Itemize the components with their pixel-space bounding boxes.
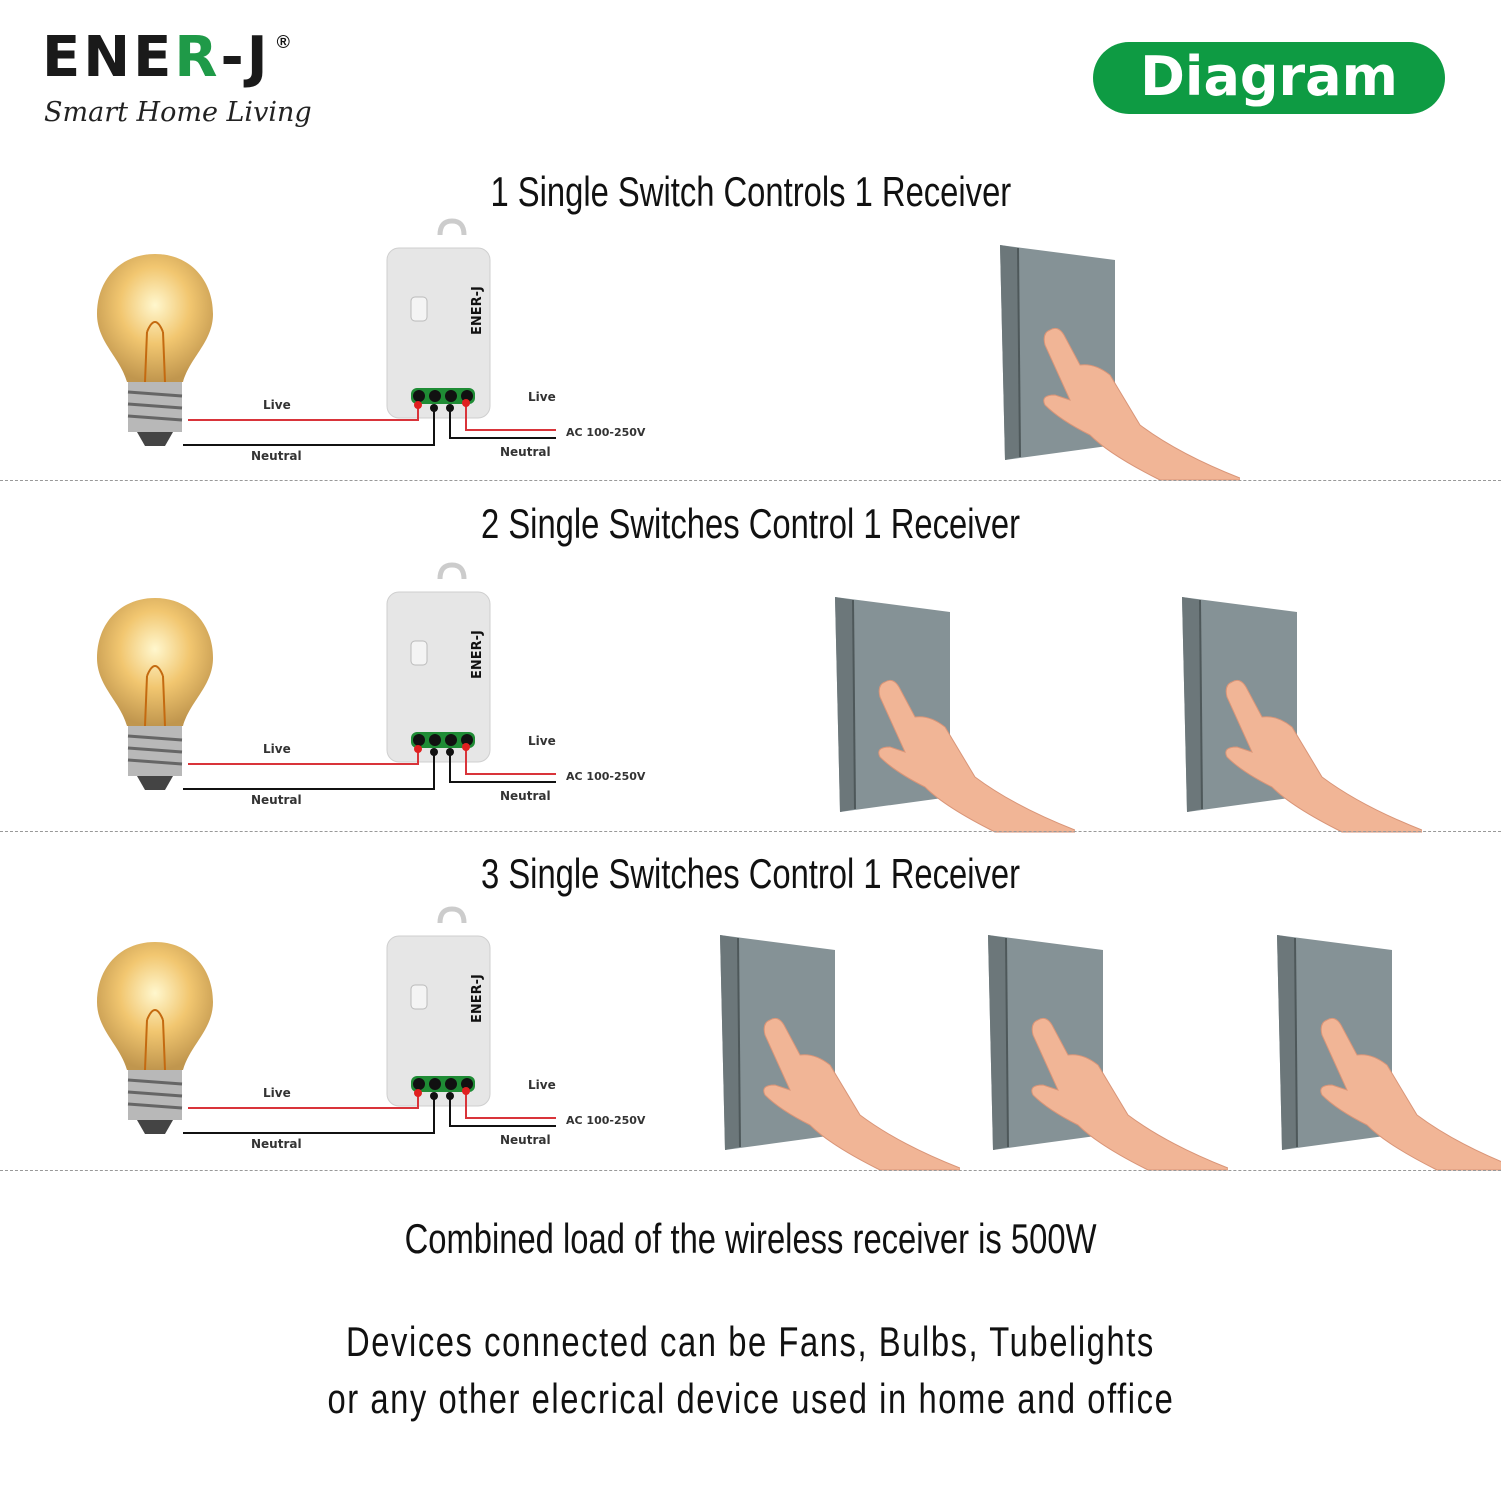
supply-live-wire — [465, 1093, 556, 1119]
diagram-badge: Diagram — [1093, 42, 1445, 114]
terminal-block — [411, 388, 475, 404]
wireless-switch — [1000, 245, 1246, 490]
receiver-box — [386, 935, 491, 1107]
receiver-brand: ENER-J — [470, 630, 485, 679]
wiring-lines: ENER-J — [183, 562, 556, 790]
load-live-wire — [188, 1093, 419, 1109]
section-title-text: 3 Single Switches Control 1 Receiver — [481, 850, 1020, 897]
supply-live-label: Live — [528, 390, 556, 404]
supply-neutral-wire — [449, 752, 556, 783]
section-divider — [0, 831, 1501, 832]
wireless-switch — [988, 935, 1234, 1180]
devices-line-1: Devices connected can be Fans, Bulbs, Tu… — [0, 1318, 1501, 1366]
load-neutral-wire — [183, 408, 435, 446]
section-title-text: 2 Single Switches Control 1 Receiver — [481, 500, 1020, 547]
devices-line-2: or any other elecrical device used in ho… — [0, 1375, 1501, 1423]
receiver-brand: ENER-J — [470, 974, 485, 1023]
load-note-text: Combined load of the wireless receiver i… — [404, 1215, 1097, 1262]
terminal-block — [411, 1076, 475, 1092]
section-title-text: 1 Single Switch Controls 1 Receiver — [490, 168, 1011, 215]
supply-live-wire — [465, 749, 556, 775]
receiver-box — [386, 591, 491, 763]
supply-voltage-label: AC 100-250V — [566, 1114, 646, 1127]
wireless-switch — [1182, 597, 1428, 842]
section-title: 1 Single Switch Controls 1 Receiver — [0, 168, 1501, 216]
receiver-hook — [437, 906, 467, 924]
supply-neutral-label: Neutral — [500, 789, 551, 803]
receiver-hook — [437, 562, 467, 580]
supply-neutral-wire — [449, 408, 556, 439]
section-divider — [0, 1170, 1501, 1171]
load-neutral-label: Neutral — [251, 1137, 302, 1151]
receiver-box — [386, 247, 491, 419]
wireless-switch — [835, 597, 1081, 842]
load-neutral-wire — [183, 752, 435, 790]
light-bulb — [95, 940, 215, 1145]
light-bulb — [95, 252, 215, 457]
devices-line-1-text: Devices connected can be Fans, Bulbs, Tu… — [346, 1318, 1155, 1365]
load-live-label: Live — [263, 398, 291, 412]
receiver-button[interactable] — [410, 984, 428, 1010]
receiver-button[interactable] — [410, 640, 428, 666]
light-bulb — [95, 596, 215, 801]
wireless-switch — [1277, 935, 1501, 1180]
logo-tagline: Smart Home Living — [44, 97, 312, 128]
section-divider — [0, 480, 1501, 481]
registered-mark: ® — [276, 32, 290, 52]
wiring-lines: ENER-J — [183, 906, 556, 1134]
wireless-switch-icon — [720, 935, 966, 1171]
wireless-switch-icon — [988, 935, 1234, 1171]
light-bulb-icon — [97, 254, 213, 446]
wireless-switch — [720, 935, 966, 1180]
wiring-lines: ENER-J — [183, 218, 556, 446]
receiver-button[interactable] — [410, 296, 428, 322]
supply-live-label: Live — [528, 1078, 556, 1092]
load-live-label: Live — [263, 1086, 291, 1100]
light-bulb-icon — [97, 598, 213, 790]
section-title: 2 Single Switches Control 1 Receiver — [0, 500, 1501, 548]
load-neutral-label: Neutral — [251, 793, 302, 807]
wireless-switch-icon — [835, 597, 1081, 833]
supply-neutral-wire — [449, 1096, 556, 1127]
supply-neutral-label: Neutral — [500, 445, 551, 459]
load-live-wire — [188, 405, 419, 421]
receiver-hook — [437, 218, 467, 236]
load-neutral-wire — [183, 1096, 435, 1134]
wireless-switch-icon — [1182, 597, 1428, 833]
load-live-wire — [188, 749, 419, 765]
load-neutral-label: Neutral — [251, 449, 302, 463]
supply-live-label: Live — [528, 734, 556, 748]
supply-live-wire — [465, 405, 556, 431]
light-bulb-icon — [97, 942, 213, 1134]
supply-voltage-label: AC 100-250V — [566, 770, 646, 783]
load-note: Combined load of the wireless receiver i… — [0, 1215, 1501, 1263]
logo: ENER-J ® — [42, 28, 290, 88]
supply-neutral-label: Neutral — [500, 1133, 551, 1147]
devices-line-2-text: or any other elecrical device used in ho… — [327, 1375, 1174, 1422]
load-live-label: Live — [263, 742, 291, 756]
wireless-switch-icon — [1000, 245, 1246, 481]
logo-wordmark: ENER-J — [42, 25, 271, 90]
section-title: 3 Single Switches Control 1 Receiver — [0, 850, 1501, 898]
supply-voltage-label: AC 100-250V — [566, 426, 646, 439]
receiver-brand: ENER-J — [470, 286, 485, 335]
wireless-switch-icon — [1277, 935, 1501, 1171]
terminal-block — [411, 732, 475, 748]
